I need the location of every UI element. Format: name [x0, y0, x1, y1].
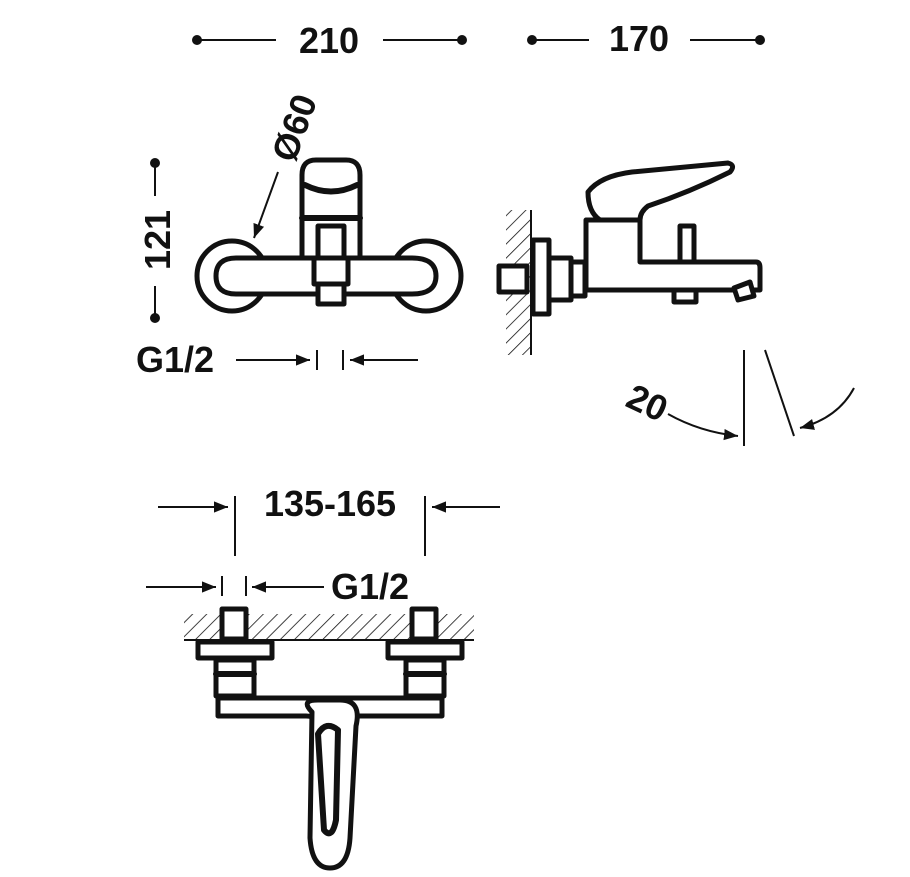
side-bottom-outlet: [671, 287, 699, 305]
label-height-front: 121: [137, 210, 178, 270]
dimension-thread-front: G1/2: [136, 339, 418, 380]
top-flange-right: [385, 639, 465, 661]
label-spout-angle: 20: [620, 376, 674, 430]
front-view: 121 Ø60 G1/2: [136, 89, 464, 380]
front-outlet-nozzle: [315, 281, 347, 307]
side-spout-nozzle: [731, 279, 757, 303]
top-inlet-left: [219, 606, 249, 642]
side-connector: [546, 255, 574, 303]
top-inlet-right: [409, 606, 439, 642]
top-view: 135-165 G1/2: [146, 483, 500, 871]
top-connector-right: [403, 657, 447, 699]
label-width-front: 210: [299, 20, 359, 61]
dimension-spout-angle: 20: [620, 349, 855, 446]
side-inlet-stub: [496, 263, 530, 295]
dimension-centers-range: 135-165: [158, 483, 500, 556]
dimension-height-front: 121: [137, 158, 178, 323]
label-centers-range: 135-165: [264, 483, 396, 524]
side-body: [583, 217, 763, 293]
label-depth-side: 170: [609, 18, 669, 59]
cartridge-window: [315, 223, 347, 263]
diverter-knob: [677, 223, 697, 265]
side-nut: [568, 259, 588, 299]
dimension-width-front: 210: [192, 20, 467, 61]
label-thread-top: G1/2: [331, 566, 409, 607]
front-outlet: [311, 255, 351, 287]
dimension-depth-side: 170: [527, 18, 765, 59]
dimension-thread-top: G1/2: [146, 566, 409, 607]
label-rosette-diameter: Ø60: [263, 89, 325, 167]
label-thread-front: G1/2: [136, 339, 214, 380]
side-view: [496, 160, 763, 355]
side-lever: [585, 160, 736, 223]
top-flange-left: [195, 639, 275, 661]
top-connector-left: [213, 657, 257, 699]
